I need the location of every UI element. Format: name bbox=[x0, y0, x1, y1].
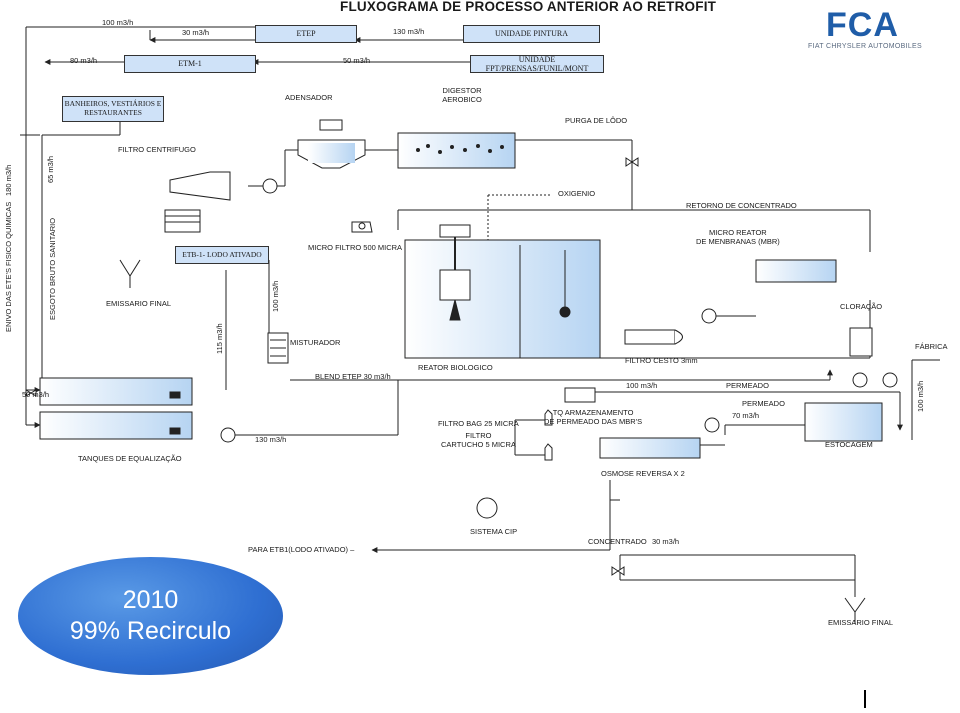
filtro-bag-label: FILTRO BAG 25 MICRA bbox=[438, 419, 519, 428]
adensador-tank bbox=[297, 119, 366, 169]
permeado-label-2: PERMEADO bbox=[742, 399, 785, 408]
digestor-label: DIGESTOR AEROBICO bbox=[442, 86, 482, 104]
adensador-label: ADENSADOR bbox=[285, 93, 333, 102]
centrifuge-icon bbox=[164, 171, 231, 233]
highlight-percent: 99% Recirculo bbox=[69, 617, 232, 645]
v-esgoto: ESGOTO BRUTO SANITARIO bbox=[48, 217, 57, 320]
tq-armazenamento-label: TQ ARMAZENAMENTO DE PERMEADO DAS MBR'S bbox=[544, 408, 643, 426]
valve-icon bbox=[25, 157, 639, 576]
etep-box: ETEP bbox=[255, 25, 357, 43]
micro-filter-icon bbox=[351, 221, 373, 233]
emissario-final-label: EMISSARIO FINAL bbox=[106, 299, 172, 308]
filtro-centrifugo-label: FILTRO CENTRIFUGO bbox=[118, 145, 196, 154]
micro-reator-label: MICRO REATOR DE MENBRANAS (MBR) bbox=[696, 228, 780, 246]
flow-50: 50 m3/h bbox=[343, 56, 371, 65]
v-100b: 100 m3/h bbox=[916, 380, 925, 412]
flow-100-permeado: 100 m3/h bbox=[626, 381, 658, 390]
fca-logo: FCA FIAT CHRYSLER AUTOMOBILES bbox=[808, 8, 938, 50]
purga-label: PURGA DE LÔDO bbox=[565, 116, 628, 125]
filtro-cesto-label: FILTRO CESTO 3mm bbox=[625, 356, 698, 365]
text-cursor bbox=[864, 690, 866, 708]
tanques-label: TANQUES DE EQUALIZAÇÃO bbox=[78, 454, 182, 463]
pump-icon bbox=[882, 372, 898, 388]
micro-filtro-label: MICRO FILTRO 500 MICRA bbox=[308, 243, 403, 252]
emissario-symbol bbox=[119, 259, 866, 624]
blend-label: BLEND ETEP 30 m3/h bbox=[315, 372, 391, 381]
para-etb1-label: PARA ETB1(LODO ATIVADO) – bbox=[248, 545, 355, 554]
estocagem-tank bbox=[804, 402, 883, 442]
estocagem-label: ESTOCAGEM bbox=[825, 440, 873, 449]
flow-130-bottom: 130 m3/h bbox=[255, 435, 287, 444]
permeado-label-1: PERMEADO bbox=[726, 381, 769, 390]
filtro-bag bbox=[544, 409, 553, 461]
flow-130-top: 130 m3/h bbox=[393, 27, 425, 36]
flow-30-top: 30 m3/h bbox=[182, 28, 210, 37]
mbr-membrane bbox=[755, 259, 837, 283]
recirculo-highlight: 2010 99% Recirculo bbox=[18, 557, 283, 675]
retorno-label: RETORNO DE CONCENTRADO bbox=[686, 201, 797, 210]
oxigenio-label: OXIGENIO bbox=[558, 189, 596, 198]
v-115: 115 m3/h bbox=[215, 323, 224, 354]
v-180: 180 m3/h bbox=[4, 164, 13, 196]
logo-subtitle: FIAT CHRYSLER AUTOMOBILES bbox=[808, 43, 922, 50]
filtro-cesto-icon bbox=[624, 329, 683, 345]
reator-biologico-label: REATOR BIOLOGICO bbox=[418, 363, 493, 372]
v-65: 65 m3/h bbox=[46, 155, 55, 183]
pump-icon bbox=[220, 427, 236, 443]
flow-30-bottom: 30 m3/h bbox=[652, 537, 680, 546]
pump-icon bbox=[704, 417, 720, 433]
filtro-cartucho-label: FILTRO CARTUCHO 5 MICRA bbox=[441, 431, 516, 449]
sistema-cip-label: SISTEMA CIP bbox=[470, 527, 518, 536]
flow-100-top: 100 m3/h bbox=[102, 18, 134, 27]
sistema-cip-icon bbox=[476, 497, 498, 519]
banheiros-box: BANHEIROS, VESTIÁRIOS E RESTAURANTES bbox=[62, 96, 164, 122]
etm1-box: ETM-1 bbox=[124, 55, 256, 73]
logo-brand: FCA bbox=[826, 6, 899, 44]
osmose-reversa bbox=[599, 437, 701, 459]
osmose-label: OSMOSE REVERSA X 2 bbox=[601, 469, 685, 478]
reator-biologico-tank bbox=[404, 224, 601, 359]
etb1-box: ETB-1- LODO ATIVADO bbox=[175, 246, 269, 264]
unidade-fpt-box: UNIDADE FPT/PRENSAS/FUNIL/MONT bbox=[470, 55, 604, 73]
misturador-label: MISTURADOR bbox=[290, 338, 341, 347]
pump-icon bbox=[262, 178, 278, 194]
pump-icon bbox=[701, 308, 717, 324]
concentrado-label: CONCENTRADO bbox=[588, 537, 647, 546]
tanques-equalizacao bbox=[39, 377, 193, 440]
cloracao-tank bbox=[849, 327, 873, 357]
v-100a: 100 m3/h bbox=[271, 280, 280, 312]
misturador-icon bbox=[267, 332, 289, 364]
tq-armazenamento bbox=[564, 387, 596, 403]
flow-80: 80 m3/h bbox=[70, 56, 98, 65]
flow-50-left: 50 m3/h bbox=[22, 390, 50, 399]
pump-icon bbox=[852, 372, 868, 388]
highlight-year: 2010 bbox=[122, 585, 179, 614]
emissario-final-label-2: EMISSARIO FINAL bbox=[828, 618, 894, 627]
unidade-pintura-box: UNIDADE PINTURA bbox=[463, 25, 600, 43]
page-title: FLUXOGRAMA DE PROCESSO ANTERIOR AO RETRO… bbox=[340, 0, 717, 14]
v-envio: ENIVO DAS ETE'S FISICO QUIMICAS bbox=[4, 201, 13, 332]
flow-70: 70 m3/h bbox=[732, 411, 760, 420]
cloracao-label: CLORAÇÃO bbox=[840, 302, 883, 311]
digestor-tank bbox=[397, 132, 516, 169]
fabrica-label: FÁBRICA bbox=[915, 342, 948, 351]
